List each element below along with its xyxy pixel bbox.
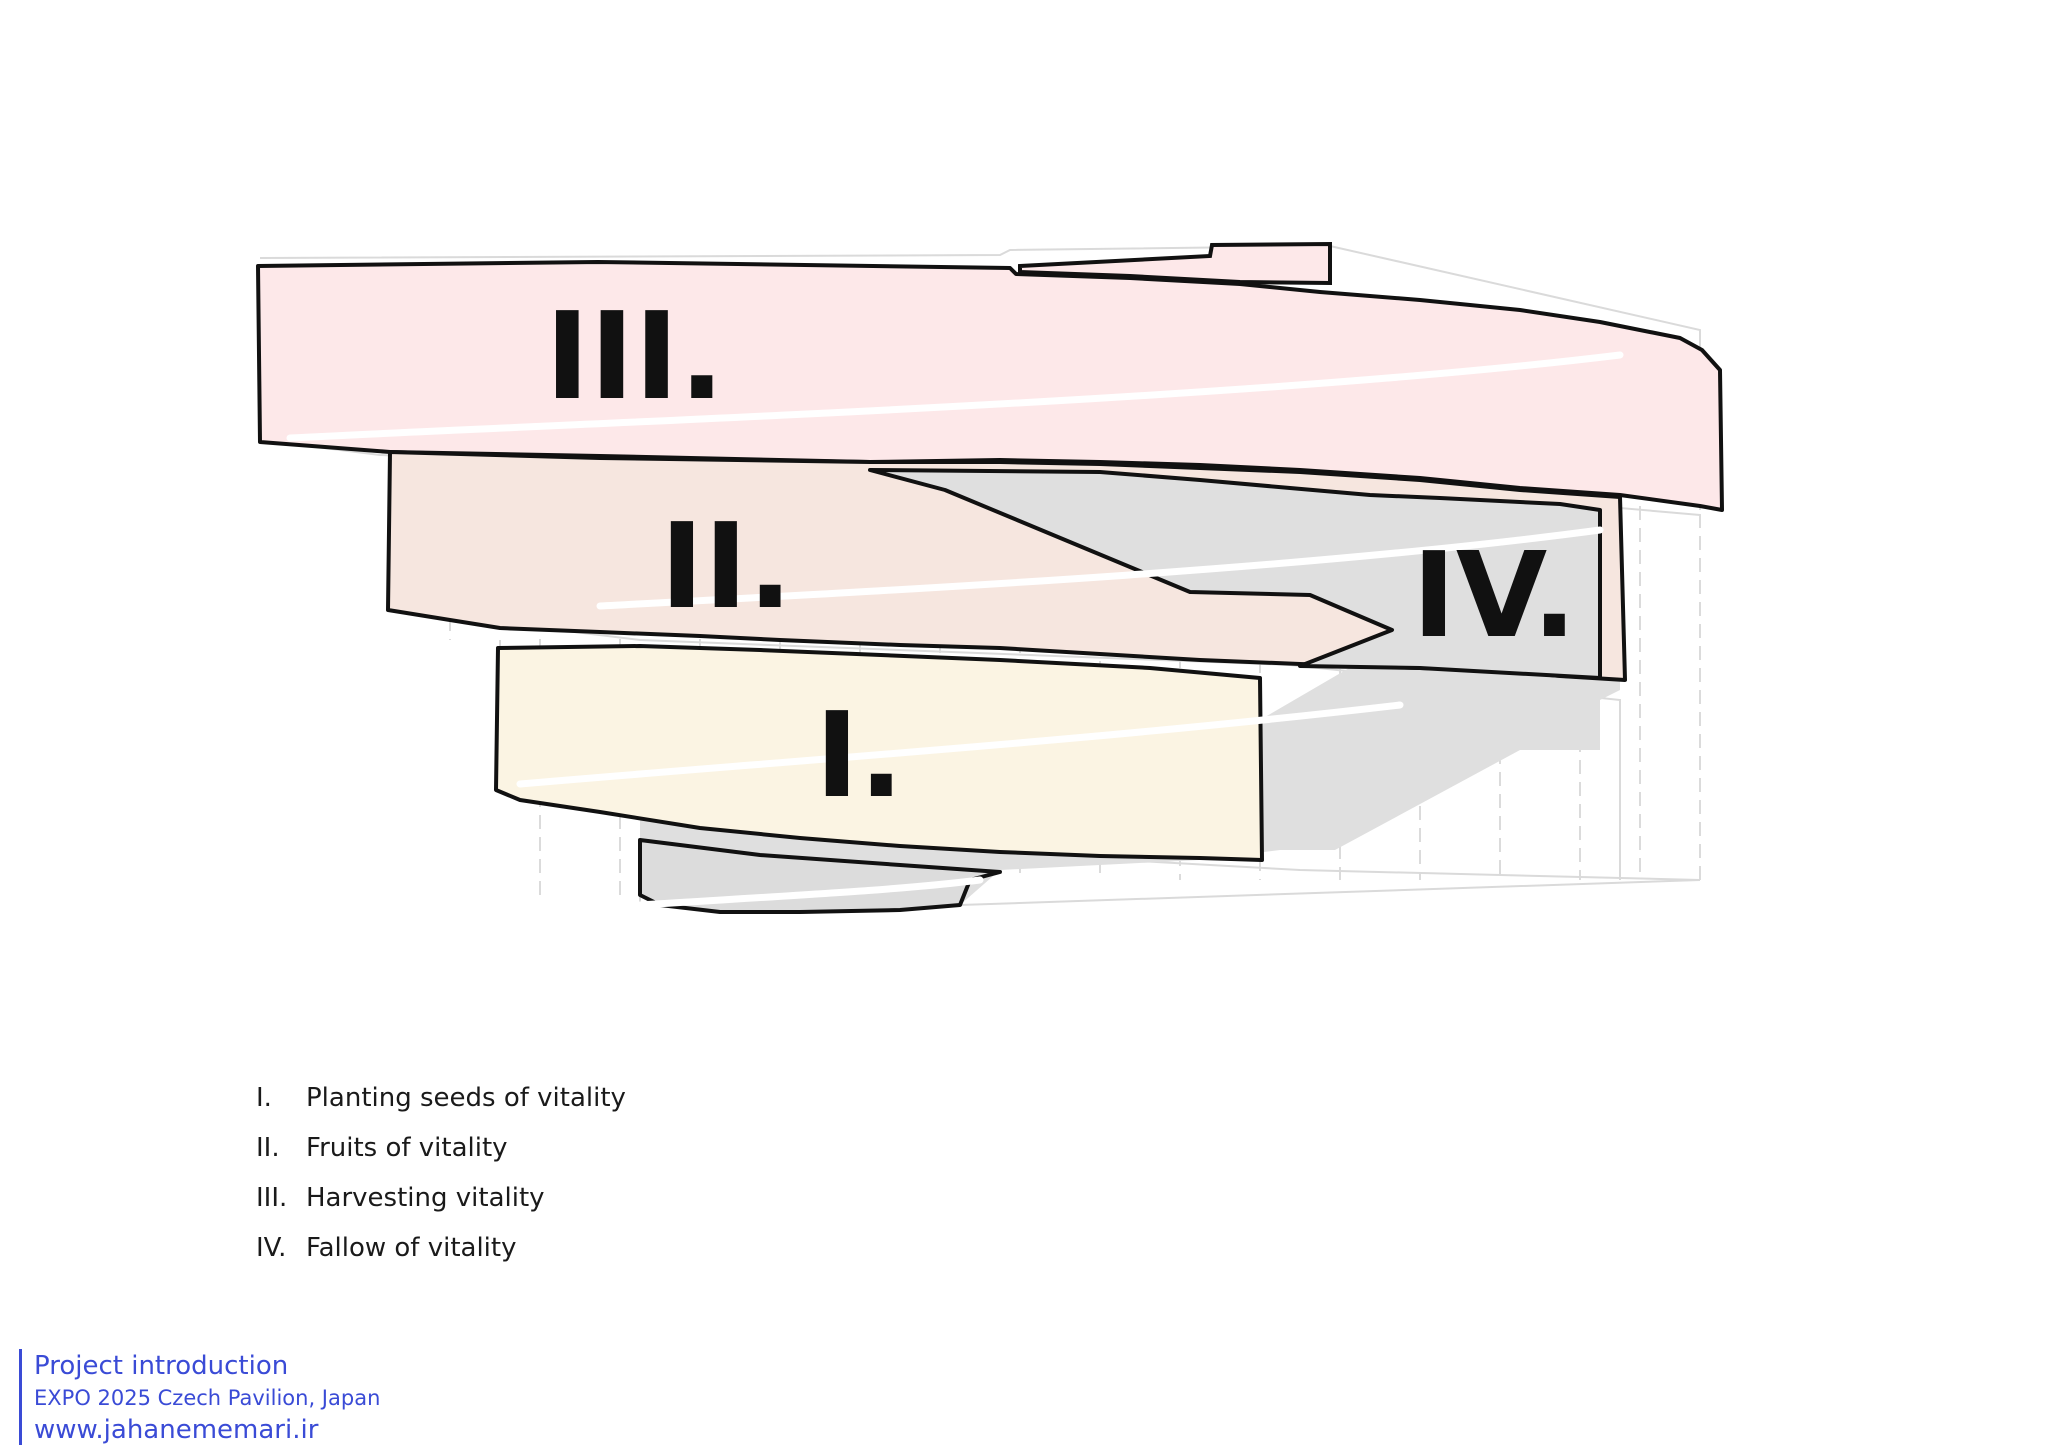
footer-subtitle: EXPO 2025 Czech Pavilion, Japan: [34, 1386, 381, 1410]
footer-website-link[interactable]: www.jahanememari.ir: [34, 1415, 319, 1445]
legend-item: II. Fruits of vitality: [256, 1133, 626, 1183]
legend-number: IV.: [256, 1233, 287, 1263]
zone-iv-arrow: [868, 468, 1602, 680]
footer-credit: Project introduction EXPO 2025 Czech Pav…: [19, 1349, 380, 1445]
zone-iii-top-tab: [1018, 241, 1332, 286]
zone-i-label: I.: [815, 686, 904, 824]
legend-number: III.: [256, 1183, 288, 1213]
legend-text: Harvesting vitality: [306, 1183, 545, 1213]
legend-number: II.: [256, 1133, 280, 1163]
zone-ii-label: II.: [660, 497, 793, 635]
legend-text: Fallow of vitality: [306, 1233, 517, 1263]
zone-iii-label: III.: [545, 288, 725, 427]
legend-item: I. Planting seeds of vitality: [256, 1083, 626, 1133]
legend-text: Fruits of vitality: [306, 1133, 508, 1163]
legend-number: I.: [256, 1083, 272, 1113]
legend: I. Planting seeds of vitality II. Fruits…: [256, 1083, 626, 1283]
zone-iv-label: IV.: [1412, 526, 1577, 664]
legend-item: IV. Fallow of vitality: [256, 1233, 626, 1283]
spiral-ramps: [286, 351, 1624, 909]
legend-text: Planting seeds of vitality: [306, 1083, 626, 1113]
footer-title: Project introduction: [34, 1351, 289, 1381]
legend-item: III. Harvesting vitality: [256, 1183, 626, 1233]
